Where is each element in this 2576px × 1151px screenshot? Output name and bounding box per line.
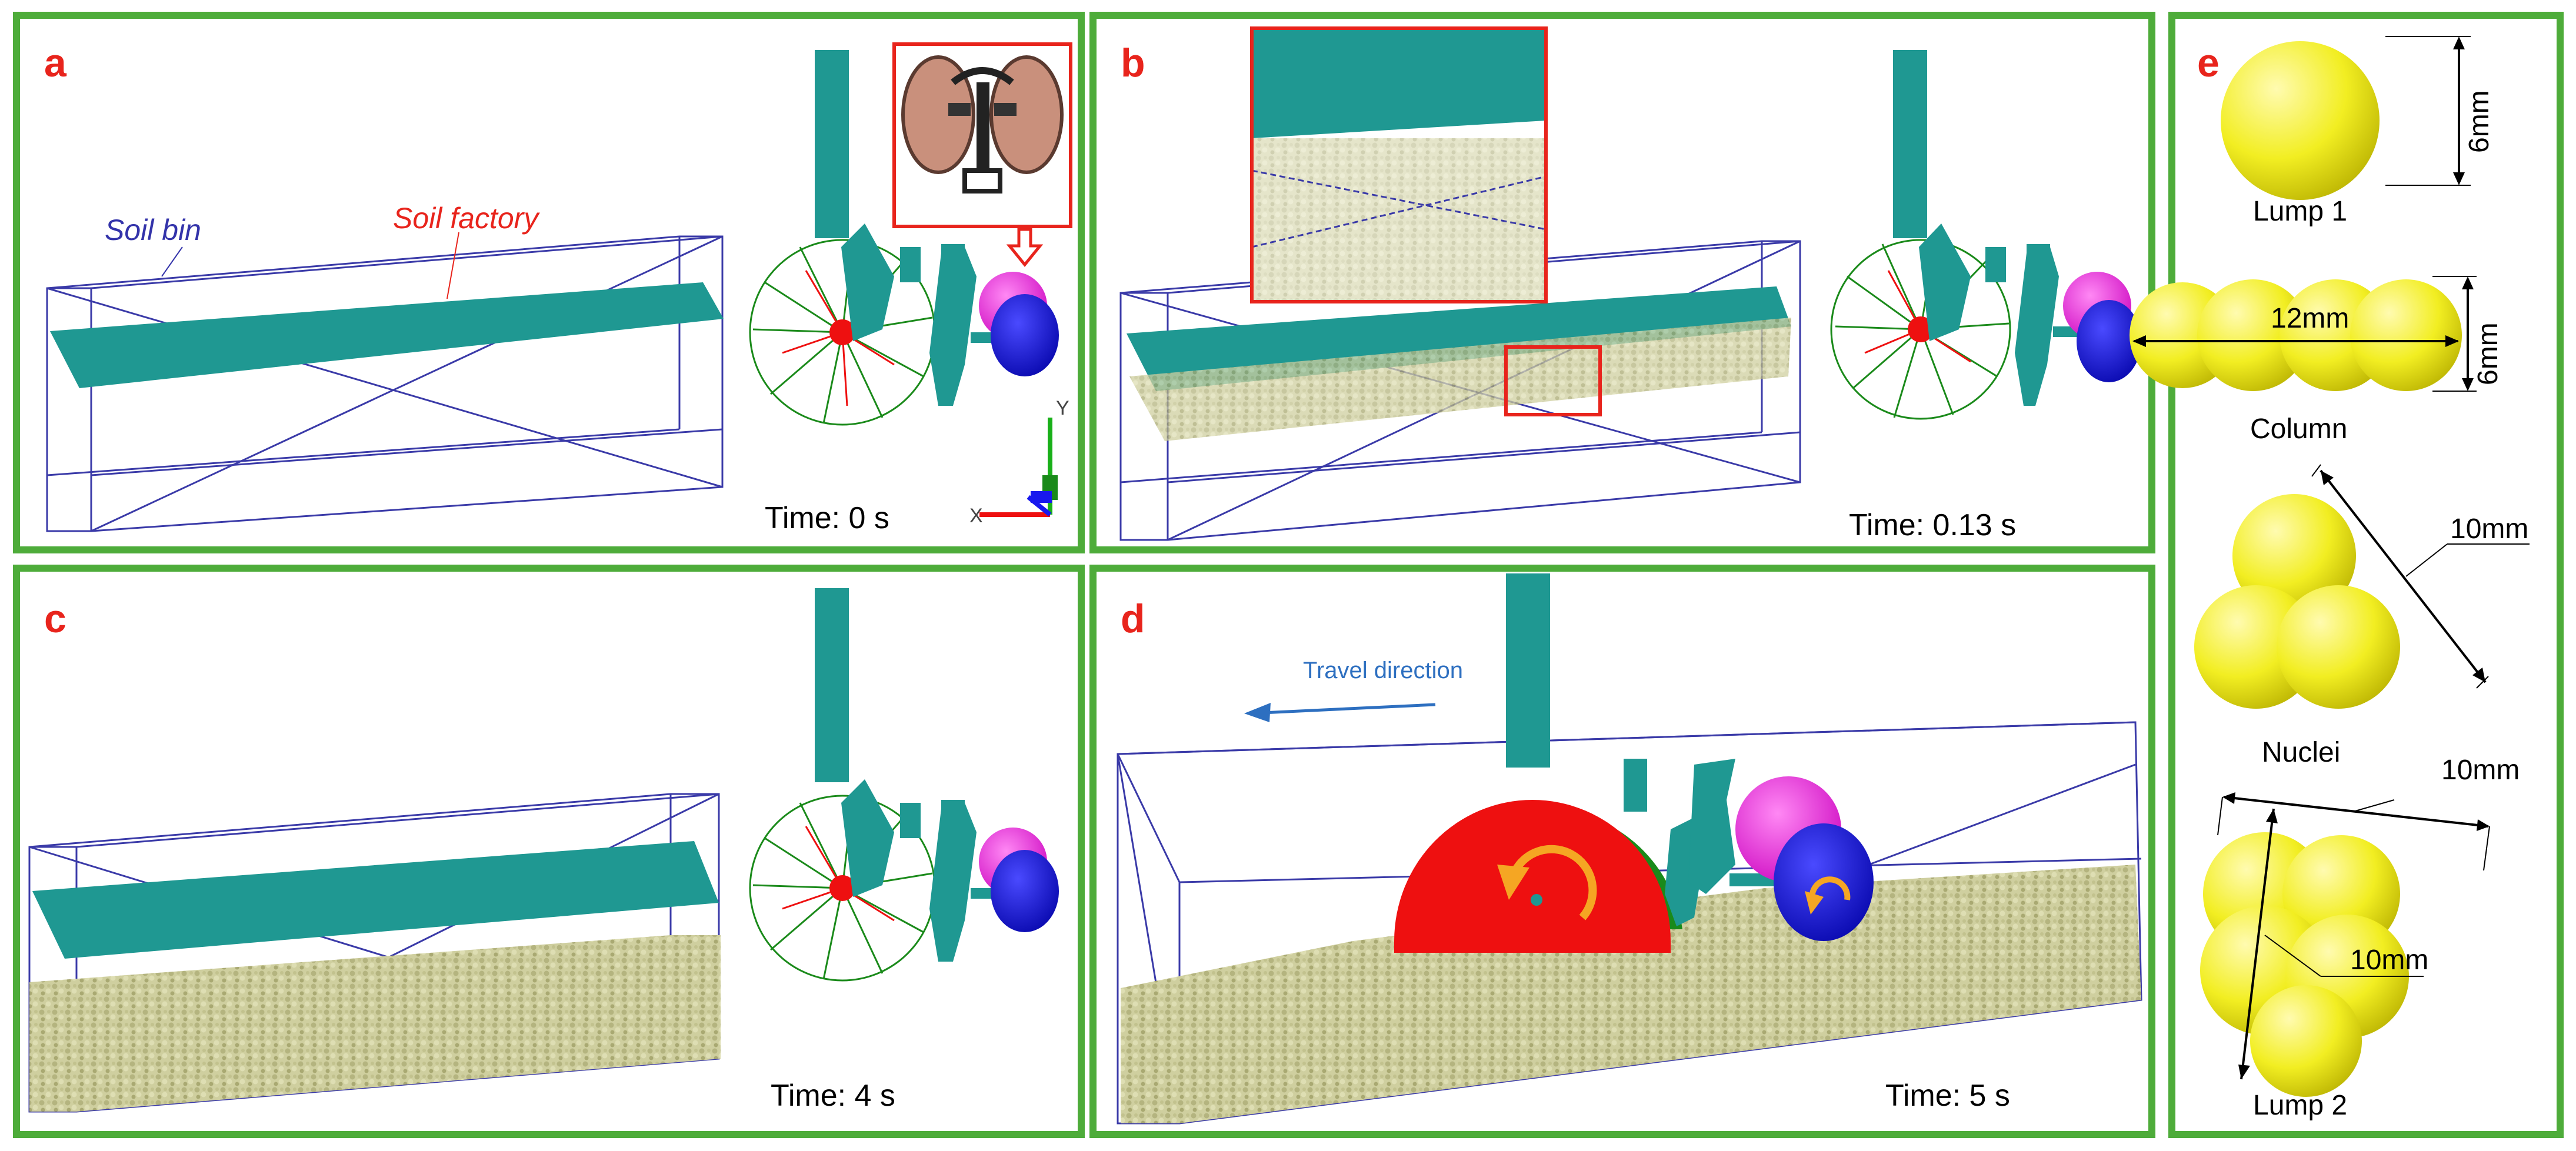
panel-d-time: Time: 5 s xyxy=(1885,1079,2010,1113)
nuclei-particle xyxy=(2194,464,2530,709)
panel-e-frame xyxy=(2168,12,2564,1138)
lump2-dim-top-10mm: 10mm xyxy=(2441,755,2520,786)
panel-d-machine xyxy=(1394,573,1874,953)
panel-b-time: Time: 0.13 s xyxy=(1849,508,2016,542)
column-dim-6mm: 6mm xyxy=(2472,322,2504,385)
panel-c-soil-factory-plane xyxy=(32,841,719,959)
travel-direction-arrow xyxy=(1244,703,1436,722)
inset-pointer-arrow xyxy=(1006,228,1044,267)
column-label: Column xyxy=(2250,413,2347,445)
panel-d-label: d xyxy=(1121,596,1145,641)
panel-a-frame xyxy=(13,12,1085,553)
panel-d-frame xyxy=(1089,565,2155,1138)
lump2-label: Lump 2 xyxy=(2253,1090,2347,1121)
column-particle xyxy=(2130,276,2477,392)
panel-c-time: Time: 4 s xyxy=(771,1079,895,1113)
soil-factory-leader xyxy=(446,232,459,299)
nuclei-label: Nuclei xyxy=(2262,737,2340,768)
axis-x-label: X xyxy=(969,505,983,527)
lump2-dim-diag-10mm: 10mm xyxy=(2350,945,2428,976)
soil-factory-label: Soil factory xyxy=(393,202,540,235)
panel-b-label: b xyxy=(1121,41,1145,85)
axis-y-label: Y xyxy=(1056,397,1069,419)
panel-b-machine xyxy=(1830,50,2141,420)
panel-b-zoom-inset xyxy=(1250,26,1548,303)
panel-e-label: e xyxy=(2197,41,2220,85)
panel-c-machine xyxy=(749,588,1059,982)
nuclei-dim-10mm: 10mm xyxy=(2450,513,2528,545)
panel-b-zoom-box xyxy=(1504,345,1602,416)
panel-b-frame xyxy=(1089,12,2155,553)
soil-bin-label: Soil bin xyxy=(105,213,201,246)
lump1-dim-6mm: 6mm xyxy=(2464,90,2495,153)
panel-c-frame xyxy=(13,565,1085,1138)
travel-direction-label: Travel direction xyxy=(1303,658,1463,683)
panel-c-label: c xyxy=(44,596,66,641)
panel-a-label: a xyxy=(44,41,67,85)
lump1-particle xyxy=(2221,36,2471,200)
lump2-particle xyxy=(2200,792,2490,1097)
panel-b-falling-particles xyxy=(1129,318,1791,441)
panel-a-plough-inset xyxy=(892,42,1072,228)
soil-bin-leader xyxy=(161,246,183,277)
panel-a-soil-factory-plane xyxy=(50,282,724,388)
panel-a-machine xyxy=(749,50,1059,426)
panel-d-soil-bed xyxy=(1121,865,2141,1123)
panel-c-soil-bed xyxy=(29,935,721,1112)
axis-triad: Y X xyxy=(969,397,1069,527)
lump1-label: Lump 1 xyxy=(2253,196,2347,227)
column-dim-12mm: 12mm xyxy=(2271,303,2349,334)
panel-a-soil-bin xyxy=(46,235,724,532)
panel-a-time: Time: 0 s xyxy=(765,501,889,535)
